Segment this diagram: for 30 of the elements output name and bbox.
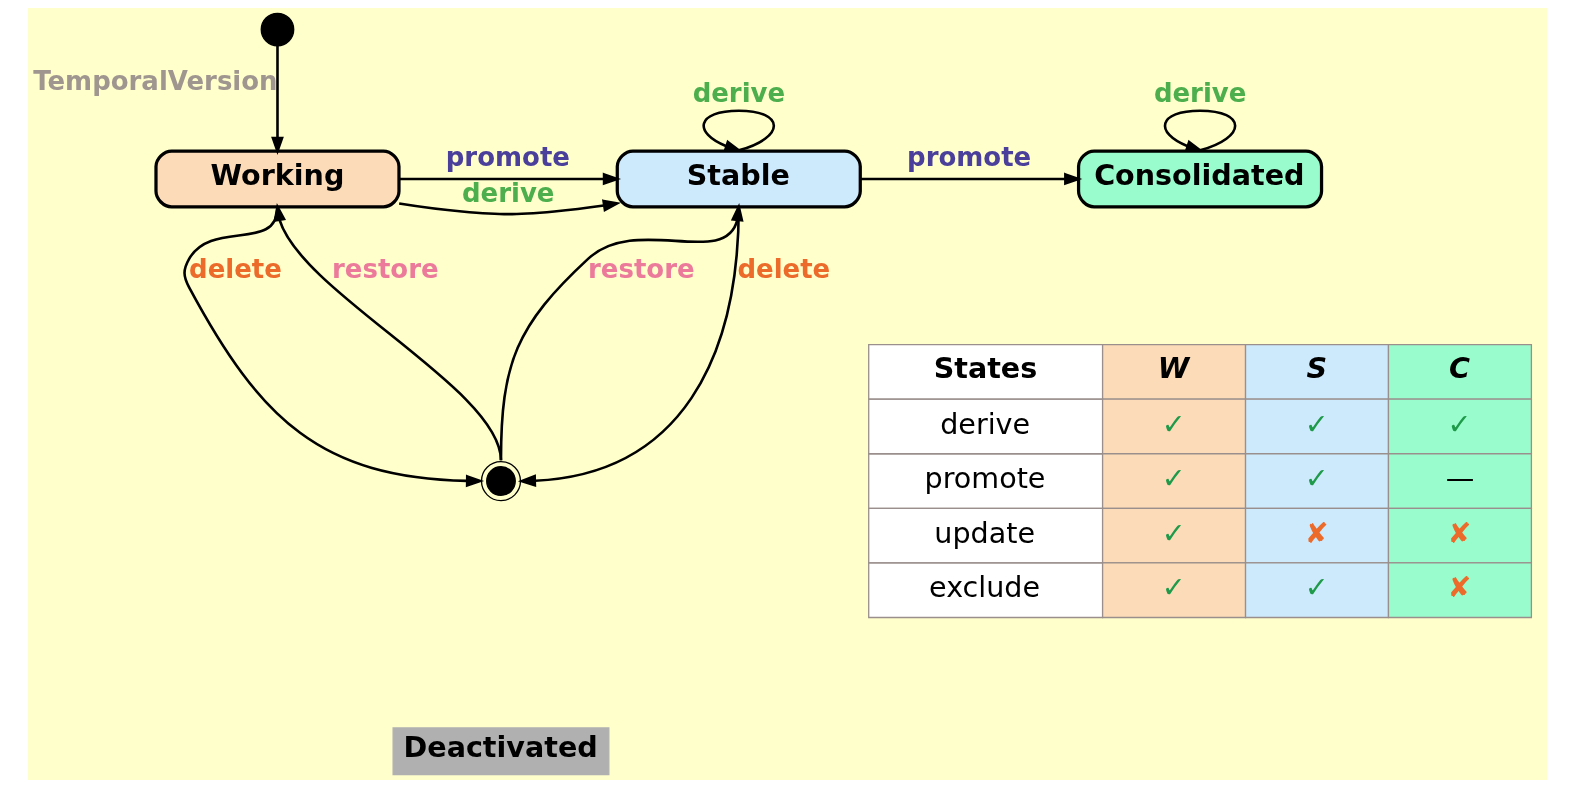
edge-label: TemporalVersion xyxy=(32,65,278,96)
label: ✓ xyxy=(1161,406,1186,441)
edge-label: restore xyxy=(587,254,695,285)
edge-label: delete xyxy=(736,254,830,285)
label: ✓ xyxy=(1304,406,1329,441)
label: ✓ xyxy=(1161,461,1186,496)
label: derive xyxy=(939,406,1030,441)
edge-label: derive xyxy=(692,77,785,108)
label: ✓ xyxy=(1304,461,1329,496)
label: S xyxy=(1306,350,1327,385)
label: ✘ xyxy=(1304,515,1329,550)
label: — xyxy=(1445,461,1474,496)
label: promote xyxy=(924,461,1045,496)
label: ✘ xyxy=(1447,515,1472,550)
label: ✓ xyxy=(1447,406,1472,441)
label: ✘ xyxy=(1447,570,1472,605)
label: ✓ xyxy=(1161,570,1186,605)
label: States xyxy=(933,350,1037,385)
label: ✓ xyxy=(1304,570,1329,605)
edge-label: delete xyxy=(188,254,282,285)
edge-label: promote xyxy=(906,141,1031,172)
edge-label: restore xyxy=(331,254,439,285)
label: update xyxy=(933,515,1035,550)
edge-label: promote xyxy=(445,141,570,172)
edge-label: derive xyxy=(1153,77,1246,108)
label: C xyxy=(1448,350,1470,385)
label: exclude xyxy=(928,570,1040,605)
label: ✓ xyxy=(1161,515,1186,550)
edge-label: derive xyxy=(461,178,554,209)
label: W xyxy=(1157,350,1189,385)
